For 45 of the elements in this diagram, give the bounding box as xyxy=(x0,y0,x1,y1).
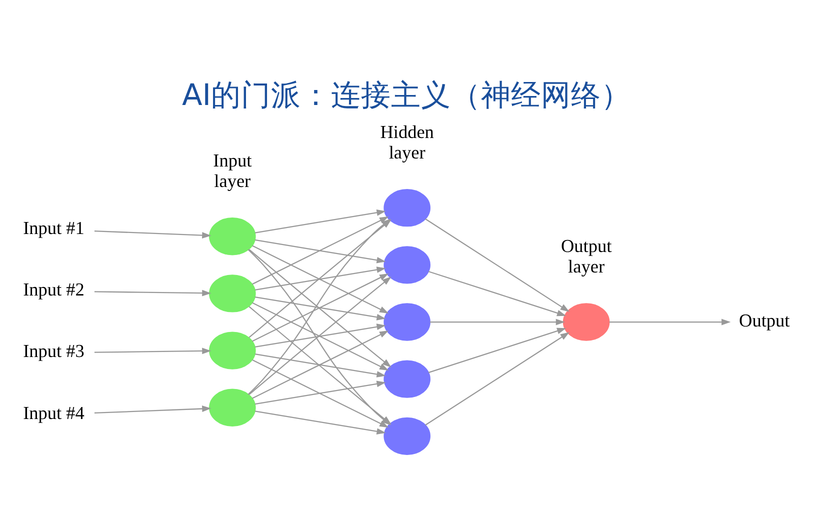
arrow xyxy=(248,276,392,394)
node-text: Input #2 xyxy=(23,279,84,300)
node-circle xyxy=(384,360,430,398)
arrow xyxy=(254,266,386,290)
node-circle xyxy=(384,246,430,284)
arrow xyxy=(94,289,212,296)
arrow xyxy=(94,405,212,413)
arrow xyxy=(94,347,212,354)
arrow xyxy=(252,216,389,284)
arrow xyxy=(254,296,386,320)
label: Input layer xyxy=(213,150,252,191)
arrow xyxy=(252,330,389,398)
arrow xyxy=(428,270,566,316)
arrow xyxy=(252,272,389,342)
label: Hidden layer xyxy=(380,121,434,162)
node-circle xyxy=(209,331,256,369)
label: Output layer xyxy=(560,236,612,276)
node-circle xyxy=(562,302,610,340)
node-circle xyxy=(384,188,430,226)
arrow xyxy=(254,323,386,348)
node-text: Input #3 xyxy=(23,340,84,361)
arrow xyxy=(254,353,386,377)
arrow xyxy=(252,244,389,313)
diagram-title: AI的门派：连接主义（神经网络） xyxy=(182,76,632,112)
node-circle xyxy=(209,217,256,255)
arrow xyxy=(254,410,386,434)
node-text: Output xyxy=(739,310,790,330)
arrow xyxy=(430,318,566,325)
node-text: Input #4 xyxy=(23,402,84,422)
arrow xyxy=(248,248,392,367)
arrow xyxy=(425,332,570,425)
arrow xyxy=(252,302,389,370)
arrow xyxy=(254,209,386,233)
node-text: Input #1 xyxy=(23,217,84,238)
node-circle xyxy=(209,388,256,426)
arrow xyxy=(425,218,570,312)
node-circle xyxy=(384,302,430,340)
arrow xyxy=(254,380,386,404)
arrow xyxy=(609,318,731,325)
node-circle xyxy=(209,274,256,312)
node-circle xyxy=(384,416,430,454)
arrow xyxy=(428,327,566,373)
arrow xyxy=(94,230,212,238)
arrow xyxy=(252,358,389,428)
arrow xyxy=(254,238,386,263)
